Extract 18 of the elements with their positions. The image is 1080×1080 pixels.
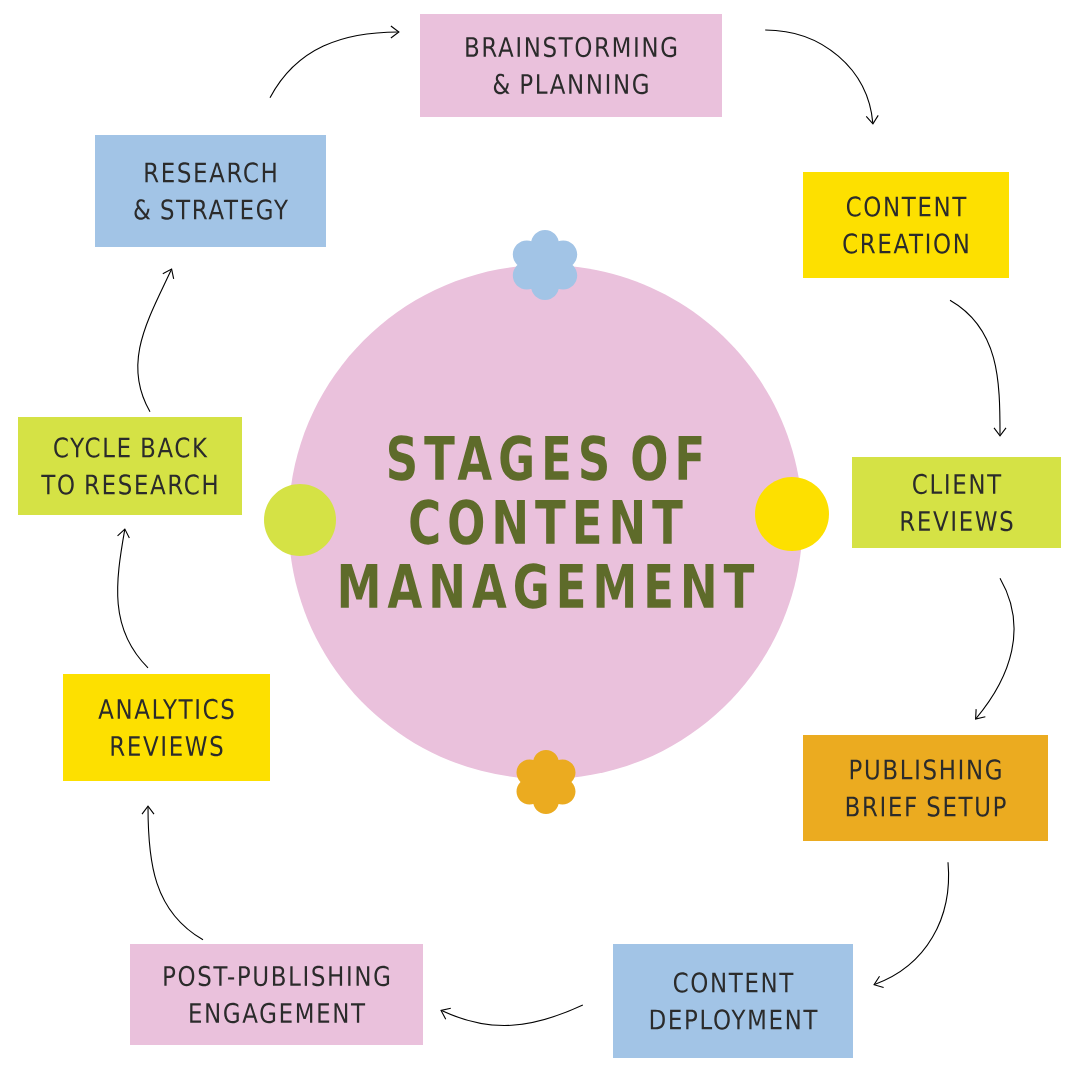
- stage-box: CLIENT REVIEWS: [852, 457, 1061, 548]
- stage-box: CONTENT CREATION: [803, 172, 1009, 278]
- curved-arrow: [137, 268, 175, 413]
- curved-arrow: [873, 861, 950, 989]
- curved-arrow: [117, 528, 149, 669]
- stage-box: ANALYTICS REVIEWS: [63, 674, 270, 781]
- stage-box: RESEARCH & STRATEGY: [95, 135, 326, 247]
- stage-box: CONTENT DEPLOYMENT: [613, 944, 853, 1058]
- stage-box: CYCLE BACK TO RESEARCH: [18, 417, 242, 515]
- curved-arrow: [975, 577, 1015, 720]
- curved-arrow: [764, 29, 879, 125]
- stage-box: POST-PUBLISHING ENGAGEMENT: [130, 944, 423, 1045]
- curved-arrow: [141, 805, 204, 941]
- curved-arrow: [949, 299, 1007, 437]
- stage-box: BRAINSTORMING & PLANNING: [420, 14, 722, 117]
- curved-arrow: [440, 1004, 584, 1026]
- stage-box: PUBLISHING BRIEF SETUP: [803, 735, 1048, 841]
- curved-arrow: [269, 25, 400, 99]
